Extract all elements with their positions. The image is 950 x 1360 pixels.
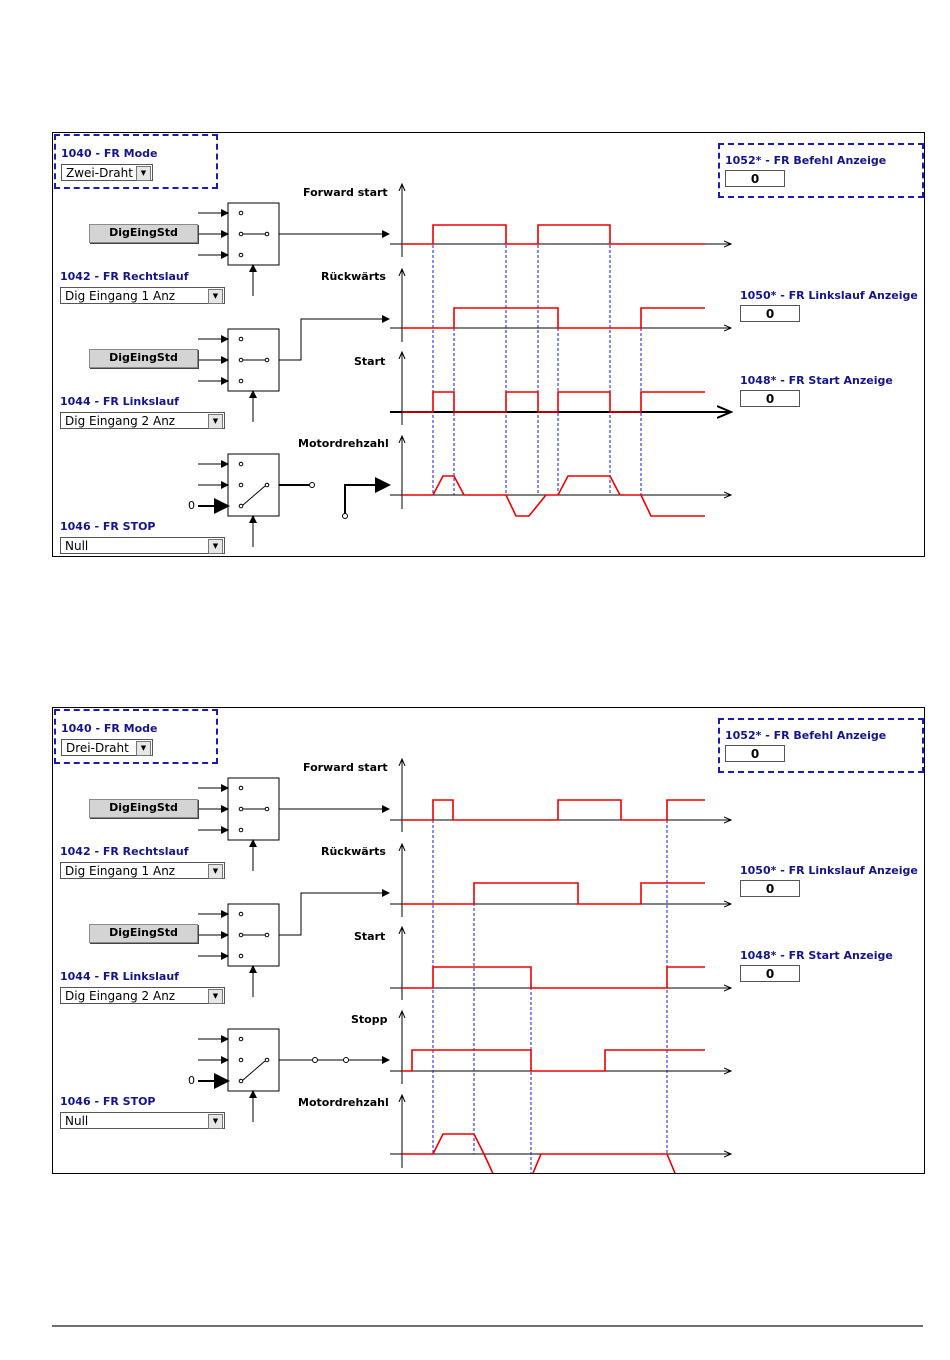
stop-select[interactable]: Null ▼ <box>60 537 225 554</box>
footer-divider <box>52 1325 923 1327</box>
rechtslauf-value: Dig Eingang 1 Anz <box>65 289 176 303</box>
signal-label-motordrehzahl: Motordrehzahl <box>298 1096 389 1109</box>
befehl-group: 1052* - FR Befehl Anzeige 0 <box>718 143 924 198</box>
digeingstd-button[interactable]: DigEingStd <box>89 349 198 368</box>
mode-value: Drei-Draht <box>66 741 129 755</box>
start-anzeige-label: 1048* - FR Start Anzeige <box>740 949 893 962</box>
befehl-value: 0 <box>725 745 785 762</box>
linkslauf-value: Dig Eingang 2 Anz <box>65 989 176 1003</box>
stopp-trace <box>402 1049 705 1072</box>
signal-label-rueckwaerts: Rückwärts <box>321 845 386 858</box>
befehl-group: 1052* - FR Befehl Anzeige 0 <box>718 718 924 773</box>
chevron-down-icon: ▼ <box>208 864 223 879</box>
chevron-down-icon: ▼ <box>208 1114 223 1129</box>
signal-label-motordrehzahl: Motordrehzahl <box>298 437 389 450</box>
chevron-down-icon: ▼ <box>136 166 151 181</box>
motordrehzahl-trace <box>402 1133 494 1173</box>
befehl-value: 0 <box>725 170 785 187</box>
zero-label: 0 <box>188 499 195 512</box>
mode-value: Zwei-Draht <box>66 166 133 180</box>
rueckwaerts-trace <box>402 882 705 905</box>
digeingstd-button[interactable]: DigEingStd <box>89 799 198 818</box>
forward-start-trace <box>402 799 705 821</box>
start-anzeige-label: 1048* - FR Start Anzeige <box>740 374 893 387</box>
signal-traces <box>402 224 705 517</box>
stop-label: 1046 - FR STOP <box>60 520 156 533</box>
signal-label-stopp: Stopp <box>351 1013 388 1026</box>
rueckwaerts-trace <box>402 307 705 329</box>
rechtslauf-switch <box>227 202 280 266</box>
mode-label: 1040 - FR Mode <box>61 722 158 735</box>
chevron-down-icon: ▼ <box>208 289 223 304</box>
digeingstd-button[interactable]: DigEingStd <box>89 224 198 243</box>
linkslauf-select[interactable]: Dig Eingang 2 Anz ▼ <box>60 987 225 1004</box>
start-trace <box>402 391 705 413</box>
rechtslauf-value: Dig Eingang 1 Anz <box>65 864 176 878</box>
stop-select[interactable]: Null ▼ <box>60 1112 225 1129</box>
stop-label: 1046 - FR STOP <box>60 1095 156 1108</box>
mode-label: 1040 - FR Mode <box>61 147 158 160</box>
timing-axes <box>390 759 731 1168</box>
stop-value: Null <box>65 1114 89 1128</box>
rechtslauf-select[interactable]: Dig Eingang 1 Anz ▼ <box>60 287 225 304</box>
mode-select[interactable]: Drei-Draht ▼ <box>61 739 153 756</box>
mode-select[interactable]: Zwei-Draht ▼ <box>61 164 153 181</box>
signal-label-start: Start <box>354 355 386 368</box>
signal-traces <box>402 799 705 1173</box>
start-trace <box>402 966 705 989</box>
timing-guides <box>432 800 668 1173</box>
timing-guides <box>432 225 642 495</box>
rechtslauf-select[interactable]: Dig Eingang 1 Anz ▼ <box>60 862 225 879</box>
drei-draht-panel: 1040 - FR Mode Drei-Draht ▼ 1052* - FR B… <box>52 707 925 1174</box>
linkslauf-select[interactable]: Dig Eingang 2 Anz ▼ <box>60 412 225 429</box>
chevron-down-icon: ▼ <box>208 414 223 429</box>
rechtslauf-label: 1042 - FR Rechtslauf <box>60 270 189 283</box>
zwei-draht-panel: 1040 - FR Mode Zwei-Draht ▼ 1052* - FR B… <box>52 132 925 557</box>
linkslauf-label: 1044 - FR Linkslauf <box>60 970 179 983</box>
linkslauf-switch <box>227 903 280 967</box>
mode-group: 1040 - FR Mode Zwei-Draht ▼ <box>54 134 218 189</box>
timing-axes <box>390 184 731 509</box>
linkslauf-anzeige-value: 0 <box>740 305 800 322</box>
stop-switch <box>227 453 280 517</box>
digeingstd-button[interactable]: DigEingStd <box>89 924 198 943</box>
linkslauf-value: Dig Eingang 2 Anz <box>65 414 176 428</box>
signal-label-rueckwaerts: Rückwärts <box>321 270 386 283</box>
chevron-down-icon: ▼ <box>208 539 223 554</box>
signal-label-forward-start: Forward start <box>303 186 388 199</box>
zwei-draht-diagram <box>198 133 924 547</box>
drei-draht-diagram <box>198 708 924 1173</box>
mode-group: 1040 - FR Mode Drei-Draht ▼ <box>54 709 218 764</box>
forward-start-trace <box>402 224 705 245</box>
motordrehzahl-trace-2 <box>532 1153 676 1173</box>
befehl-label: 1052* - FR Befehl Anzeige <box>725 154 887 167</box>
linkslauf-switch <box>227 328 280 392</box>
start-anzeige-value: 0 <box>740 390 800 407</box>
stop-switch <box>227 1028 280 1092</box>
linkslauf-anzeige-value: 0 <box>740 880 800 897</box>
signal-label-start: Start <box>354 930 386 943</box>
rechtslauf-label: 1042 - FR Rechtslauf <box>60 845 189 858</box>
linkslauf-anzeige-label: 1050* - FR Linkslauf Anzeige <box>740 289 918 302</box>
zero-label: 0 <box>188 1074 195 1087</box>
chevron-down-icon: ▼ <box>136 741 151 756</box>
motordrehzahl-trace <box>402 475 705 517</box>
stop-value: Null <box>65 539 89 553</box>
signal-label-forward-start: Forward start <box>303 761 388 774</box>
rechtslauf-switch <box>227 777 280 841</box>
befehl-label: 1052* - FR Befehl Anzeige <box>725 729 887 742</box>
chevron-down-icon: ▼ <box>208 989 223 1004</box>
start-anzeige-value: 0 <box>740 965 800 982</box>
linkslauf-label: 1044 - FR Linkslauf <box>60 395 179 408</box>
linkslauf-anzeige-label: 1050* - FR Linkslauf Anzeige <box>740 864 918 877</box>
